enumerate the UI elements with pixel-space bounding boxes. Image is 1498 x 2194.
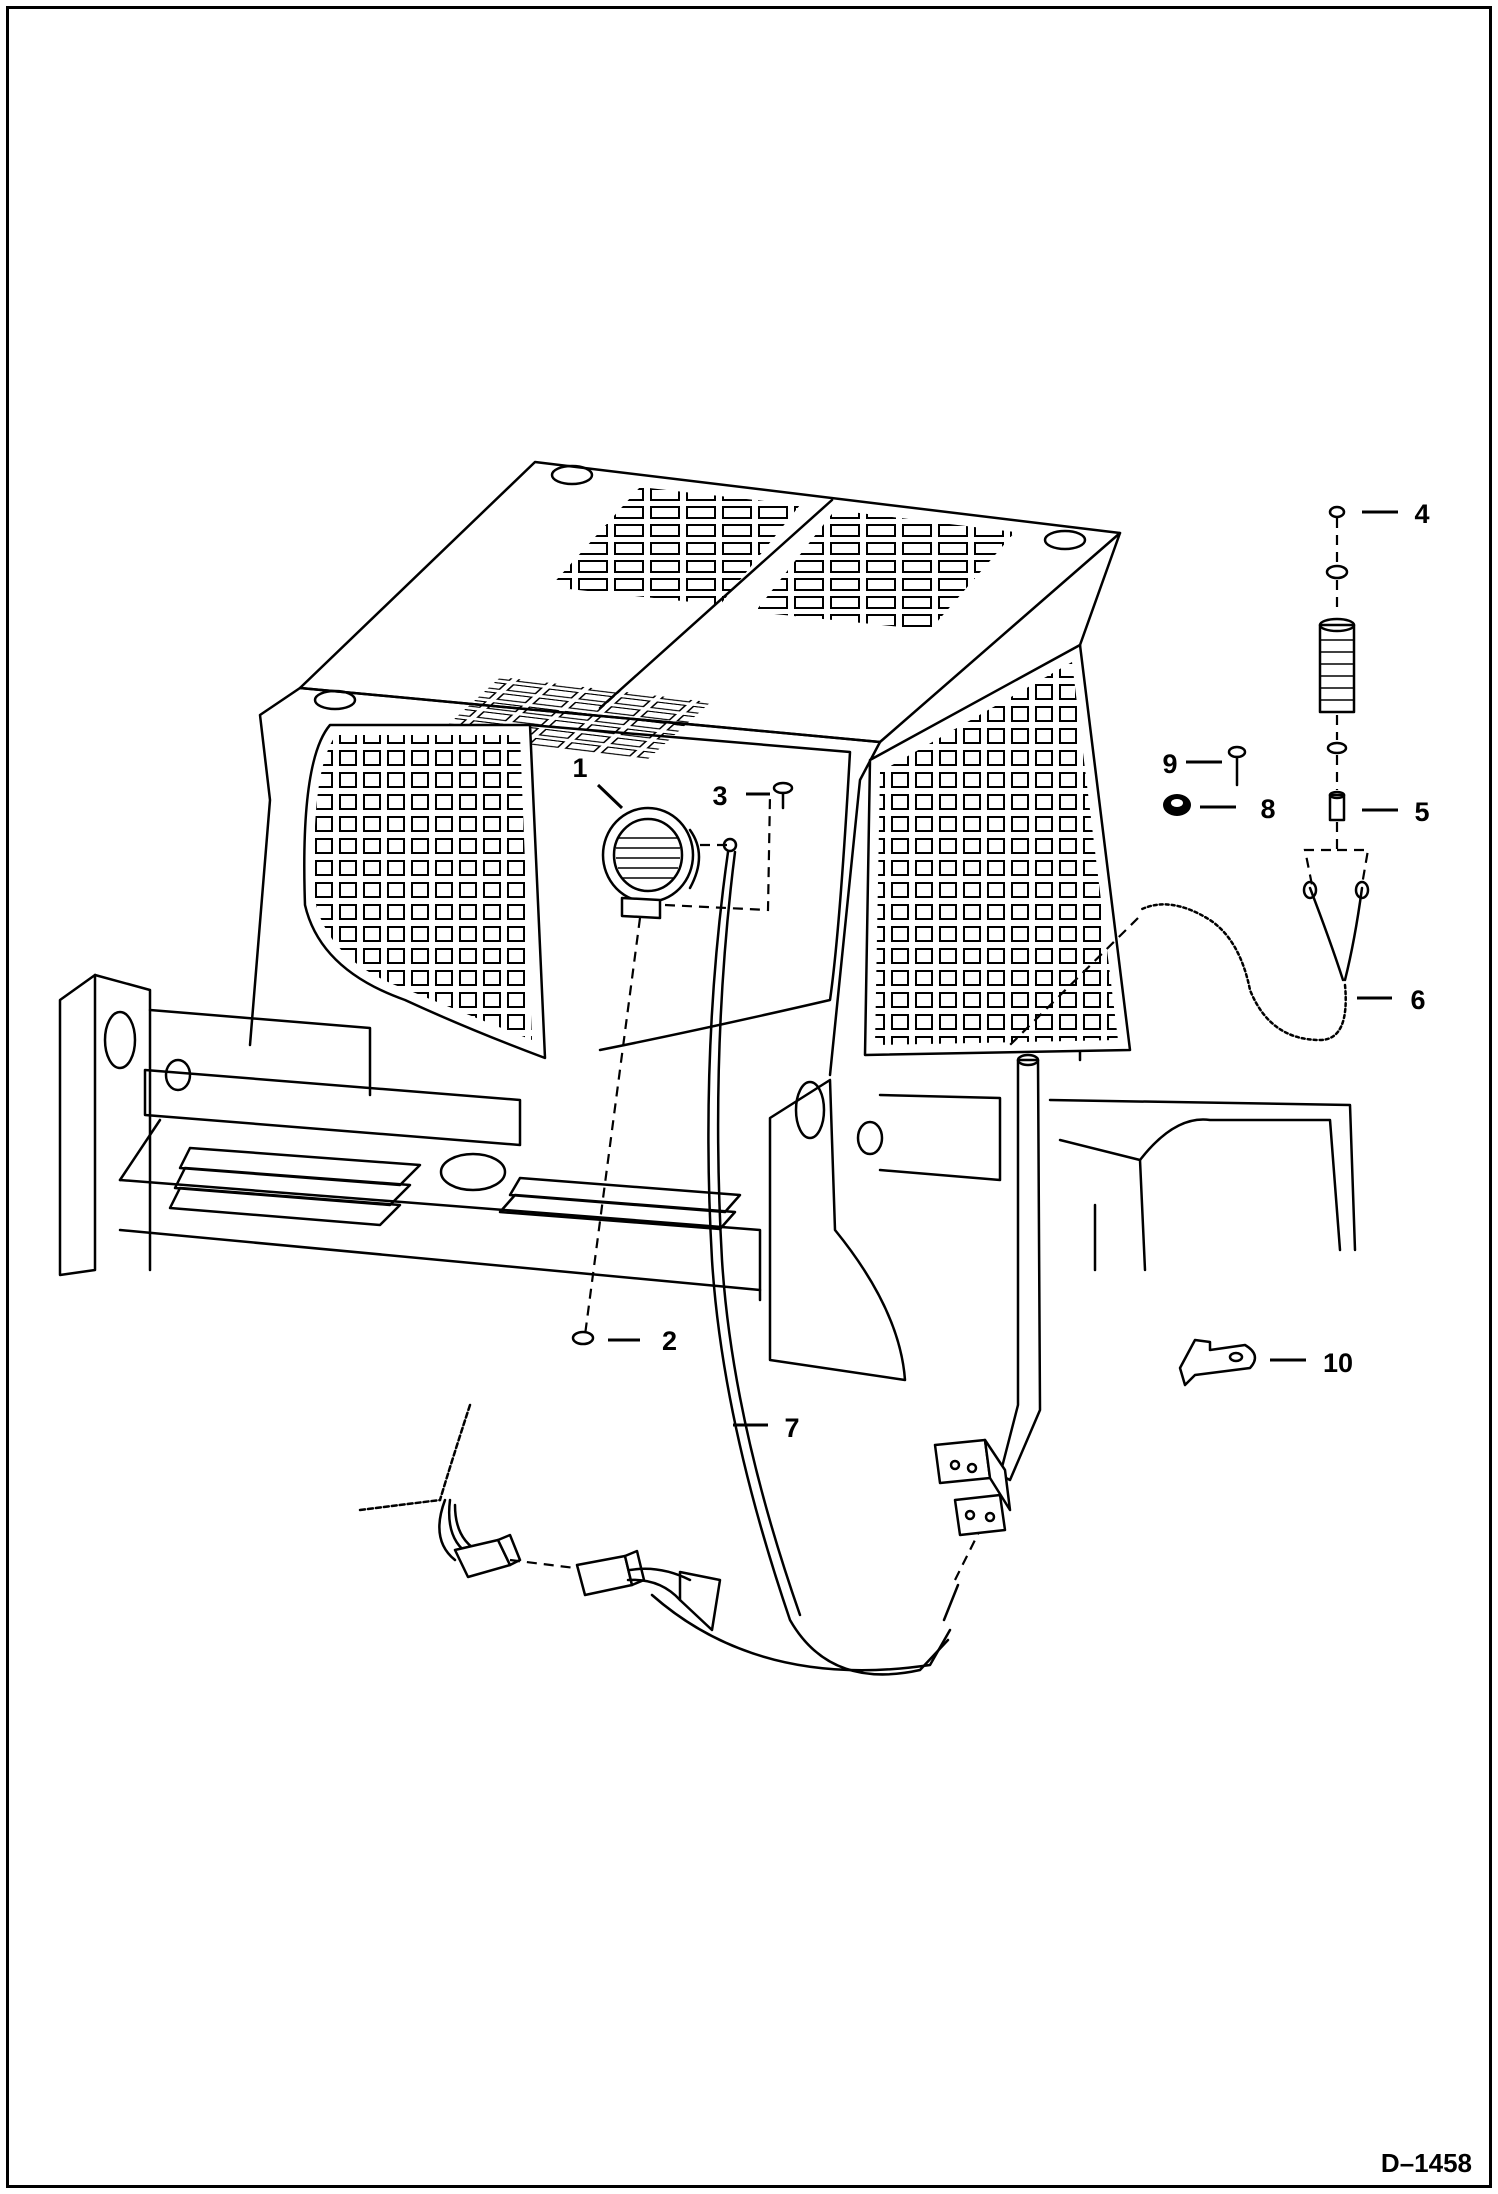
coiled-wire: [1009, 822, 1370, 1046]
callout-10: 10: [1323, 1348, 1353, 1378]
left-upright: [58, 973, 97, 1277]
right-upright: [768, 1078, 907, 1382]
callout-8: 8: [1260, 794, 1275, 824]
harness-connectors: [358, 1403, 722, 1632]
callout-4: 4: [1414, 499, 1429, 529]
washer: [1325, 564, 1349, 580]
callout-2: 2: [662, 1326, 677, 1356]
spring-mast: [1318, 623, 1356, 714]
horn-mount-line: [583, 917, 642, 1336]
machine-body: [58, 460, 1357, 1382]
roof-vent-right: [755, 510, 1015, 630]
floor-hole: [439, 1152, 507, 1192]
screw: [1227, 745, 1247, 787]
callout-labels: 1 2 3 4 5 6 7 8 9 10: [572, 499, 1429, 1443]
cab-left-post: [248, 686, 302, 1047]
floor-vent-left: [168, 1146, 422, 1227]
lever-and-switch-bracket: [933, 1053, 1042, 1537]
beacon-mast-assembly: [1318, 505, 1356, 822]
grommet: [1163, 794, 1191, 816]
callout-7: 7: [784, 1413, 799, 1443]
callout-leaders: [596, 510, 1398, 1427]
mounting-bracket: [1178, 1338, 1257, 1387]
callout-1: 1: [572, 753, 587, 783]
roof-vent-left: [550, 487, 800, 605]
lock-washer: [1326, 741, 1348, 755]
horn: [601, 806, 701, 920]
callout-6: 6: [1410, 985, 1425, 1015]
callout-9: 9: [1162, 749, 1177, 779]
drawing-number: D–1458: [1381, 2148, 1472, 2178]
horn-wire-harness: [650, 837, 991, 1676]
floor-vent-right: [498, 1176, 742, 1231]
nut: [571, 1330, 595, 1346]
callout-5: 5: [1414, 797, 1429, 827]
bolt: [772, 781, 794, 810]
drawing-frame: [6, 6, 1492, 2188]
stud: [1328, 793, 1346, 822]
cross-beam: [143, 1068, 522, 1147]
callout-3: 3: [712, 781, 727, 811]
cap-nut: [1328, 505, 1346, 519]
